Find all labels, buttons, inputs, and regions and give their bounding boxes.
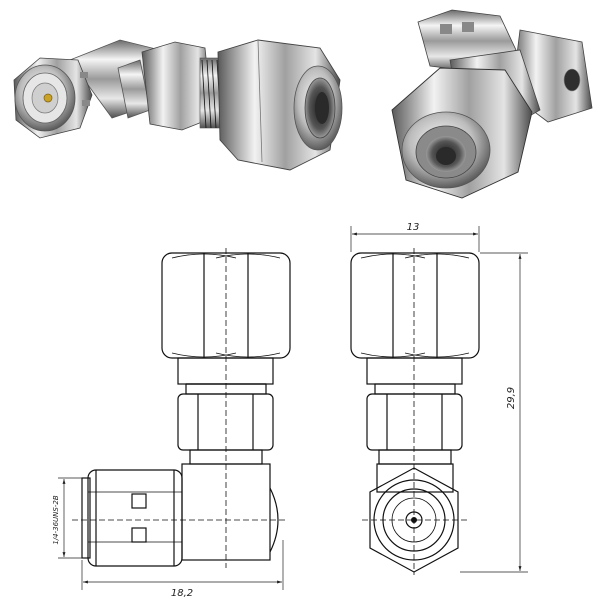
dimension-height: 29,9 <box>460 252 528 573</box>
width-label: 13 <box>407 222 420 233</box>
front-view-drawing <box>350 248 480 575</box>
dimension-width: 13 <box>350 222 480 252</box>
height-label: 29,9 <box>506 387 517 409</box>
connector-photo-socket-view-icon <box>391 9 593 199</box>
connector-photo-angled-view-icon <box>13 39 343 171</box>
side-view-drawing <box>72 248 291 568</box>
dimension-length: 18,2 <box>81 540 284 599</box>
length-label: 18,2 <box>171 588 193 599</box>
thread-label: 1/4-36UNS-2B <box>52 495 60 544</box>
dimension-thread: 1/4-36UNS-2B <box>52 477 82 559</box>
